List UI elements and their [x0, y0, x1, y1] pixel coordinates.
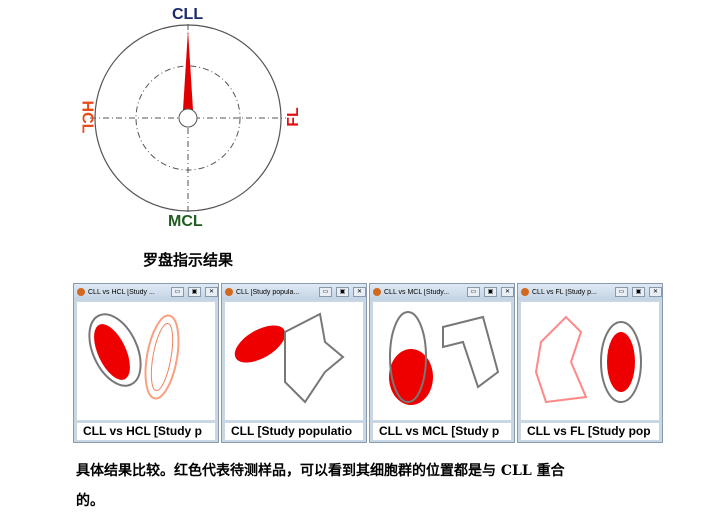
app-icon — [77, 288, 85, 296]
scatter-plot — [373, 302, 511, 420]
app-icon — [373, 288, 381, 296]
compass-needle — [183, 30, 193, 110]
label-hcl: HCL — [78, 100, 96, 134]
compass-diagram — [90, 24, 286, 212]
close-button[interactable]: ✕ — [205, 287, 218, 297]
minimize-button[interactable]: ▭ — [467, 287, 480, 297]
label-fl: FL — [284, 107, 302, 127]
panel-window: CLL [Study popula... ▭ ▣ ✕ CLL [Study popu… — [221, 283, 367, 443]
panel-footer: CLL vs FL [Study pop — [521, 423, 659, 440]
maximize-button[interactable]: ▣ — [188, 287, 201, 297]
body-text-line1: 具体结果比较。红色代表待测样品，可以看到其细胞群的位置都是与 CLL 重合 — [76, 463, 565, 479]
scatter-plot — [77, 302, 215, 420]
body-text-line2: 的。 — [76, 493, 104, 509]
window-titlebar: CLL vs HCL [Study ... ▭ ▣ ✕ — [74, 284, 218, 300]
close-button[interactable]: ✕ — [501, 287, 514, 297]
panel-window: CLL vs HCL [Study ... ▭ ▣ ✕ CLL vs HCL [St… — [73, 283, 219, 443]
panel-window: CLL vs MCL [Study... ▭ ▣ ✕ CLL vs MCL [Stu… — [369, 283, 515, 443]
minimize-button[interactable]: ▭ — [171, 287, 184, 297]
close-button[interactable]: ✕ — [649, 287, 662, 297]
label-cll: CLL — [172, 6, 204, 23]
window-titlebar: CLL vs FL [Study p... ▭ ▣ ✕ — [518, 284, 662, 300]
figure-caption: 罗盘指示结果 — [143, 251, 234, 269]
window-title: CLL vs FL [Study p... — [532, 288, 597, 296]
panel-footer: CLL vs HCL [Study p — [77, 423, 215, 440]
app-icon — [521, 288, 529, 296]
panel-footer: CLL [Study populatio — [225, 423, 363, 440]
minimize-button[interactable]: ▭ — [319, 287, 332, 297]
app-icon — [225, 288, 233, 296]
minimize-button[interactable]: ▭ — [615, 287, 628, 297]
maximize-button[interactable]: ▣ — [484, 287, 497, 297]
label-mcl: MCL — [168, 213, 203, 230]
scatter-plot — [225, 302, 363, 420]
compass-hub — [178, 108, 198, 128]
window-title: CLL [Study popula... — [236, 288, 300, 296]
window-title: CLL vs HCL [Study ... — [88, 288, 155, 296]
maximize-button[interactable]: ▣ — [632, 287, 645, 297]
window-title: CLL vs MCL [Study... — [384, 288, 450, 296]
window-titlebar: CLL vs MCL [Study... ▭ ▣ ✕ — [370, 284, 514, 300]
panel-window: CLL vs FL [Study p... ▭ ▣ ✕ CLL vs FL [Stu… — [517, 283, 663, 443]
maximize-button[interactable]: ▣ — [336, 287, 349, 297]
window-titlebar: CLL [Study popula... ▭ ▣ ✕ — [222, 284, 366, 300]
scatter-plot — [521, 302, 659, 420]
panel-footer: CLL vs MCL [Study p — [373, 423, 511, 440]
close-button[interactable]: ✕ — [353, 287, 366, 297]
